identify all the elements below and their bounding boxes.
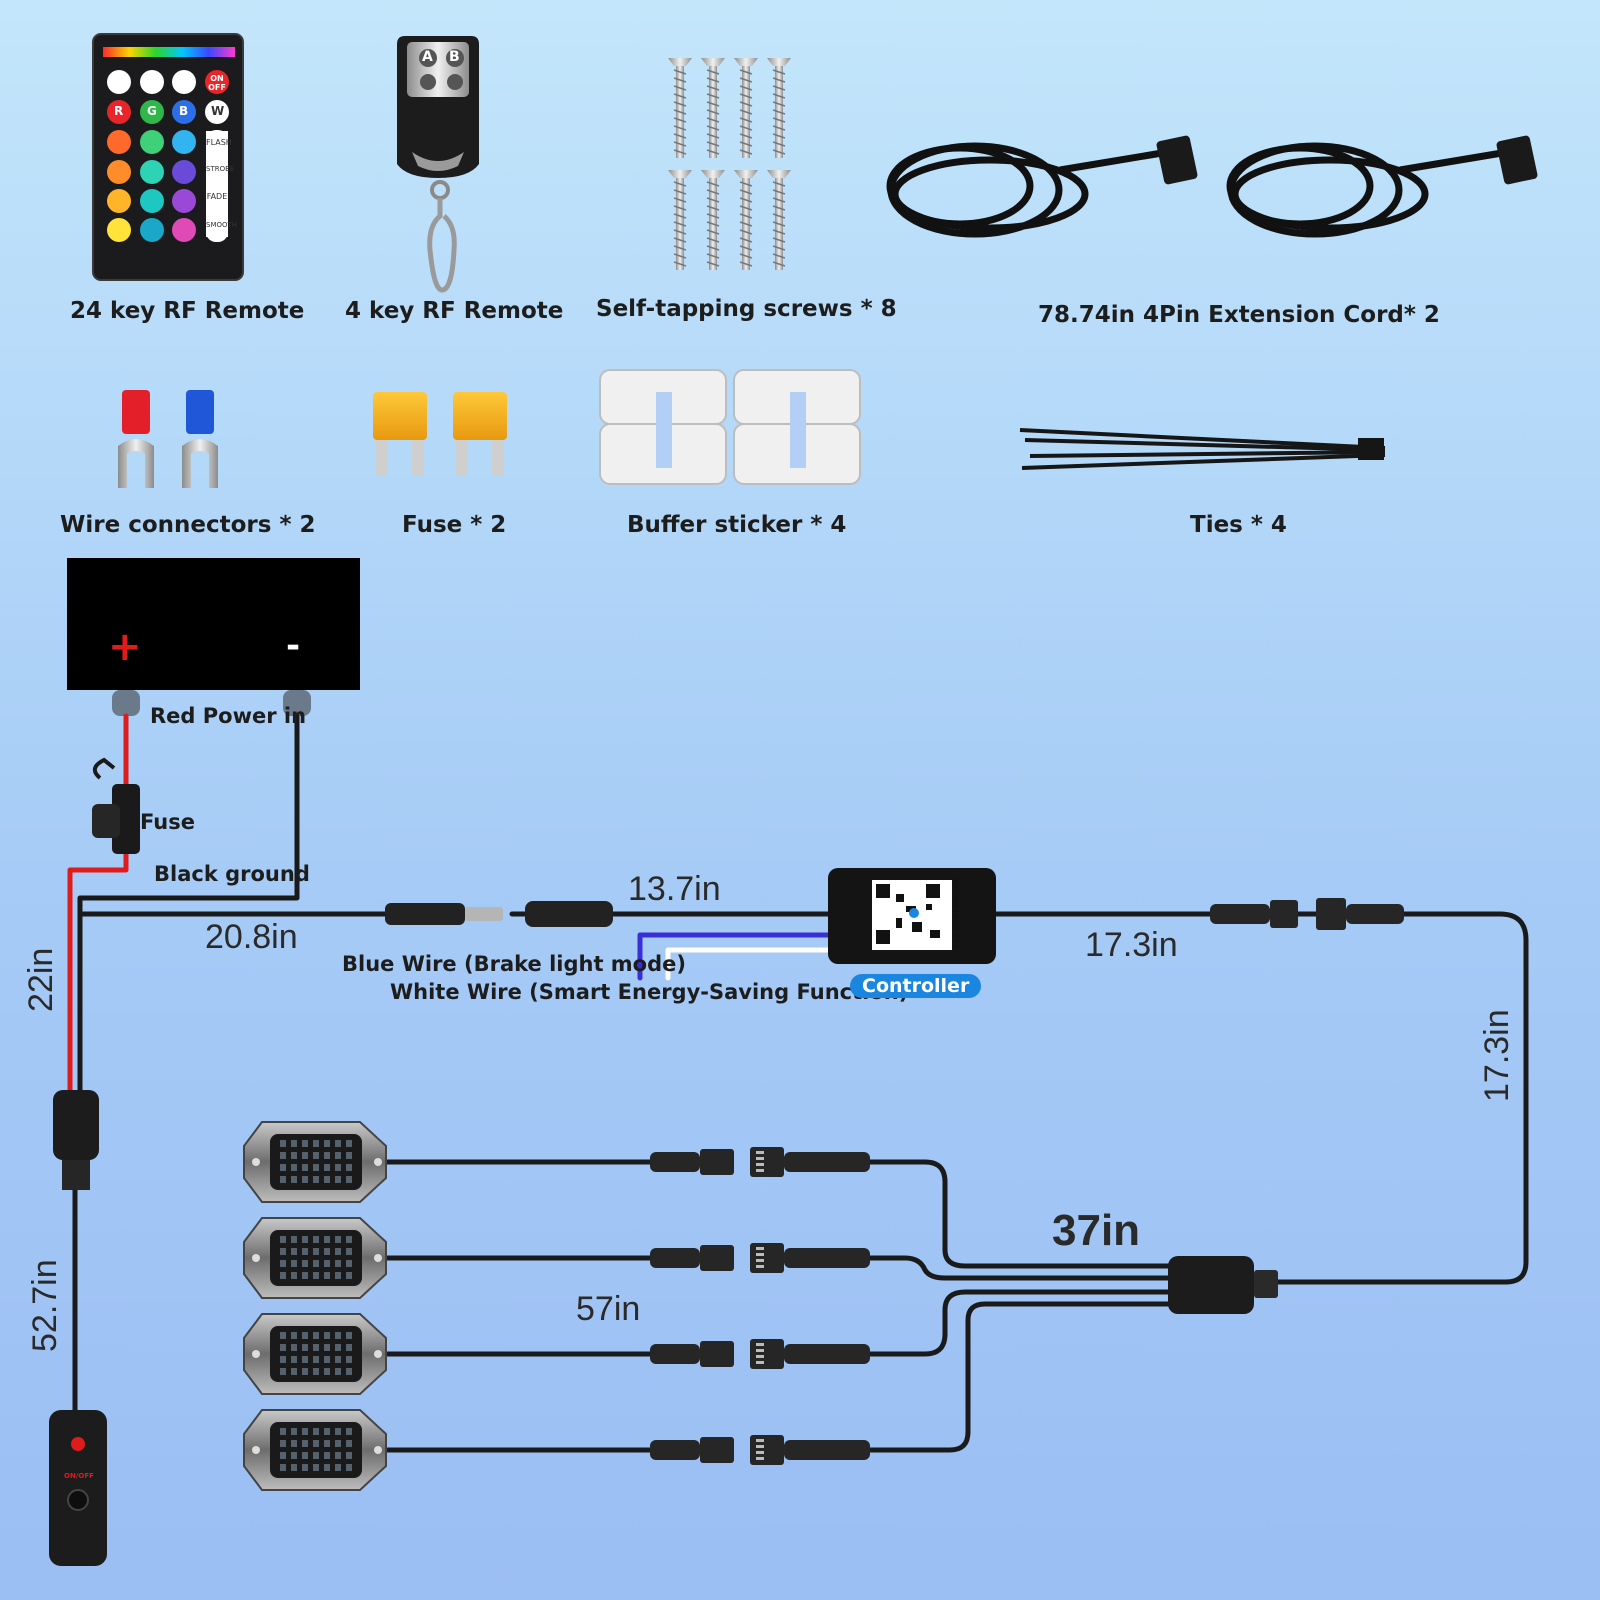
on-off-switch	[49, 1410, 107, 1566]
cable-ties	[1019, 428, 1386, 470]
screw	[701, 58, 725, 158]
remote-on-off-label: ON OFF	[208, 74, 226, 92]
remote-mode-fade: FADE	[206, 185, 228, 209]
rock-light	[243, 1121, 387, 1203]
splitter-lead-4	[382, 1301, 1173, 1453]
label-24-key-remote: 24 key RF Remote	[70, 298, 305, 324]
screw	[767, 58, 791, 158]
remote-rgbw-row	[107, 100, 229, 124]
controller-out-wire	[992, 911, 1529, 1285]
extension-cords	[886, 142, 1521, 238]
dimension-37in: 37in	[1052, 1206, 1141, 1255]
remote-key-g: G	[147, 104, 157, 118]
remote-mode-strobe: STROBE	[206, 157, 234, 181]
screw	[701, 170, 725, 270]
dimension-52-7in: 52.7in	[26, 1259, 64, 1352]
dimension-57in: 57in	[576, 1290, 641, 1328]
controller-box	[828, 868, 996, 964]
screw	[734, 58, 758, 158]
battery-plus: +	[108, 624, 142, 670]
screw	[767, 170, 791, 270]
four-way-splitter	[1168, 1256, 1278, 1314]
remote-color-grid	[107, 130, 196, 242]
remote-mode-smooth: SMOOTH	[206, 213, 237, 237]
rock-light	[243, 1313, 387, 1395]
fob-key-b: B	[449, 49, 460, 65]
dimension-17-3in-horizontal: 17.3in	[1085, 926, 1178, 964]
blade-fuses	[373, 392, 507, 476]
screw	[734, 170, 758, 270]
remote-top-buttons	[107, 70, 229, 94]
label-screws: Self-tapping screws * 8	[596, 296, 897, 322]
inline-fuse-holder	[92, 757, 140, 854]
controller-4pin-connector	[1210, 898, 1404, 930]
screws	[668, 58, 791, 270]
rock-light	[243, 1409, 387, 1491]
white-energy-wire	[665, 947, 833, 981]
rock-lights	[243, 1121, 870, 1491]
controller-badge: Controller	[850, 974, 982, 998]
label-fuse-inline: Fuse	[140, 810, 195, 834]
label-ties: Ties * 4	[1190, 512, 1287, 538]
dc-plug-female	[525, 901, 613, 927]
dc-plug-male	[385, 903, 503, 925]
fob-key-a: A	[422, 49, 433, 65]
remote-key-r: R	[114, 104, 124, 118]
dimension-22in: 22in	[22, 947, 60, 1012]
splitter-lead-1	[382, 1159, 1173, 1269]
blue-brake-wire	[637, 932, 833, 981]
four-pin-connector	[650, 1243, 870, 1273]
label-white-wire: White Wire (Smart Energy-Saving Function…	[390, 980, 909, 1004]
label-red-power-in: Red Power in	[150, 704, 307, 728]
buffer-stickers	[599, 369, 861, 485]
switch-label: ON/OFF	[64, 1472, 94, 1480]
power-y-splitter	[53, 1090, 99, 1190]
four-pin-connector	[650, 1147, 870, 1177]
dimension-13-7in: 13.7in	[628, 870, 721, 908]
extension-cord-plugs	[1156, 135, 1538, 185]
dimension-20-8in: 20.8in	[205, 918, 298, 956]
spade-connectors	[118, 390, 218, 488]
screw	[668, 170, 692, 270]
label-extension-cord: 78.74in 4Pin Extension Cord* 2	[1038, 302, 1440, 328]
remote-4-key-fob	[397, 36, 479, 293]
dimension-17-3in-vertical: 17.3in	[1478, 1009, 1516, 1102]
controller-qr-text: LED CONTROLLER	[953, 878, 961, 948]
battery-terminals	[112, 690, 311, 716]
remote-mode-flash: FLASH	[206, 131, 232, 155]
label-fuse: Fuse * 2	[402, 512, 507, 538]
label-wire-connectors: Wire connectors * 2	[60, 512, 316, 538]
splitter-lead-3	[382, 1289, 1173, 1357]
four-pin-connector	[650, 1339, 870, 1369]
battery	[67, 558, 360, 690]
label-blue-wire: Blue Wire (Brake light mode)	[342, 952, 686, 976]
label-black-ground: Black ground	[154, 862, 310, 886]
remote-key-b: B	[179, 104, 189, 118]
four-pin-connector	[650, 1435, 870, 1465]
wires	[67, 713, 1529, 1453]
rock-light	[243, 1217, 387, 1299]
black-ground-wire	[77, 713, 300, 1093]
remote-key-w: W	[211, 104, 225, 118]
label-4-key-remote: 4 key RF Remote	[345, 298, 564, 324]
battery-minus: -	[286, 626, 301, 666]
splitter-lead-2	[382, 1255, 1173, 1281]
label-buffer-sticker: Buffer sticker * 4	[627, 512, 847, 538]
screw	[668, 58, 692, 158]
